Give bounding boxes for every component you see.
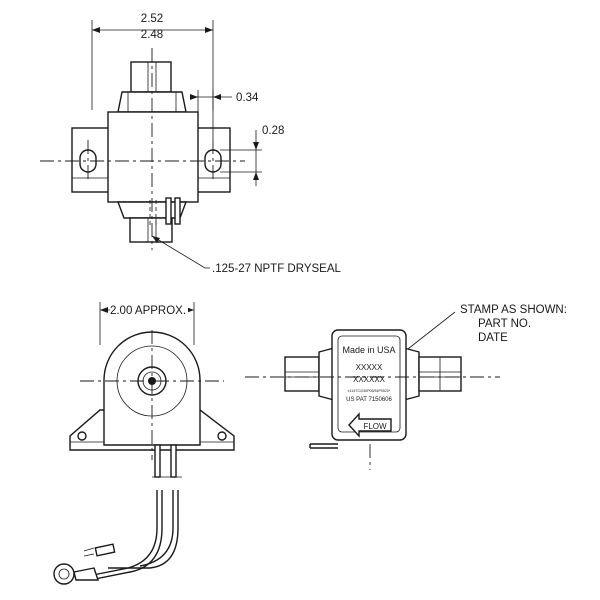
end-view: 2.00 APPROX. bbox=[53, 302, 235, 585]
label-part-no: XXXXX bbox=[356, 363, 383, 372]
label-date: XXXXXX bbox=[353, 375, 386, 384]
stamp-callout-partno: PART NO. bbox=[478, 318, 531, 330]
flow-arrow-icon bbox=[348, 412, 392, 438]
ring-terminal bbox=[53, 563, 75, 585]
label-flow: FLOW bbox=[363, 422, 387, 431]
dim-offset-b: 0.28 bbox=[262, 125, 284, 137]
label-fine-print: ±114TC/240P05/54P0520* bbox=[348, 389, 391, 393]
dim-offset-a: 0.34 bbox=[236, 92, 259, 104]
label-made-in: Made in USA bbox=[342, 345, 395, 355]
dim-approx-width: 2.00 APPROX. bbox=[110, 305, 186, 317]
label-patent: US PAT 7150606 bbox=[346, 397, 392, 403]
stamp-callout-date: DATE bbox=[478, 332, 508, 344]
side-view: STAMP AS SHOWN: PART NO. DATE Made in US… bbox=[245, 304, 567, 470]
dim-width-min: 2.48 bbox=[141, 29, 163, 41]
top-view: 2.52 2.48 bbox=[40, 13, 342, 275]
side-body bbox=[331, 329, 407, 441]
top-fitting bbox=[130, 61, 172, 93]
dim-width-max: 2.52 bbox=[141, 13, 163, 25]
inlet-fitting bbox=[284, 356, 320, 392]
stamp-callout-title: STAMP AS SHOWN: bbox=[460, 304, 567, 316]
pump-body bbox=[107, 111, 199, 203]
thread-callout: .125-27 NPTF DRYSEAL bbox=[212, 263, 342, 275]
bottom-fitting bbox=[129, 217, 173, 243]
wire-ring bbox=[87, 490, 158, 577]
